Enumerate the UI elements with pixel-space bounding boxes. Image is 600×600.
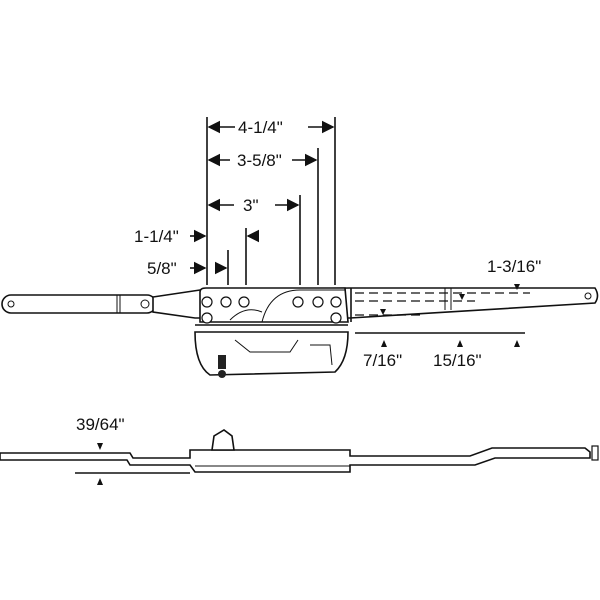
- extension-lines: [206, 117, 336, 285]
- dim-3-5-8: 3-5/8": [237, 151, 282, 170]
- dim-15-16: 15/16": [433, 351, 482, 370]
- rivets: [201, 296, 342, 324]
- dim-1-1-4: 1-1/4": [134, 227, 179, 246]
- dim-1-3-16: 1-3/16": [487, 257, 541, 276]
- dim-3: 3": [243, 196, 259, 215]
- operator-side-view: [0, 429, 599, 485]
- dimension-arrows: [190, 120, 335, 275]
- dim-4-1-4: 4-1/4": [238, 118, 283, 137]
- dim-5-8: 5/8": [147, 259, 177, 278]
- dim-7-16: 7/16": [363, 351, 402, 370]
- dim-39-64: 39/64": [76, 415, 125, 434]
- operator-top-view: [1, 284, 599, 378]
